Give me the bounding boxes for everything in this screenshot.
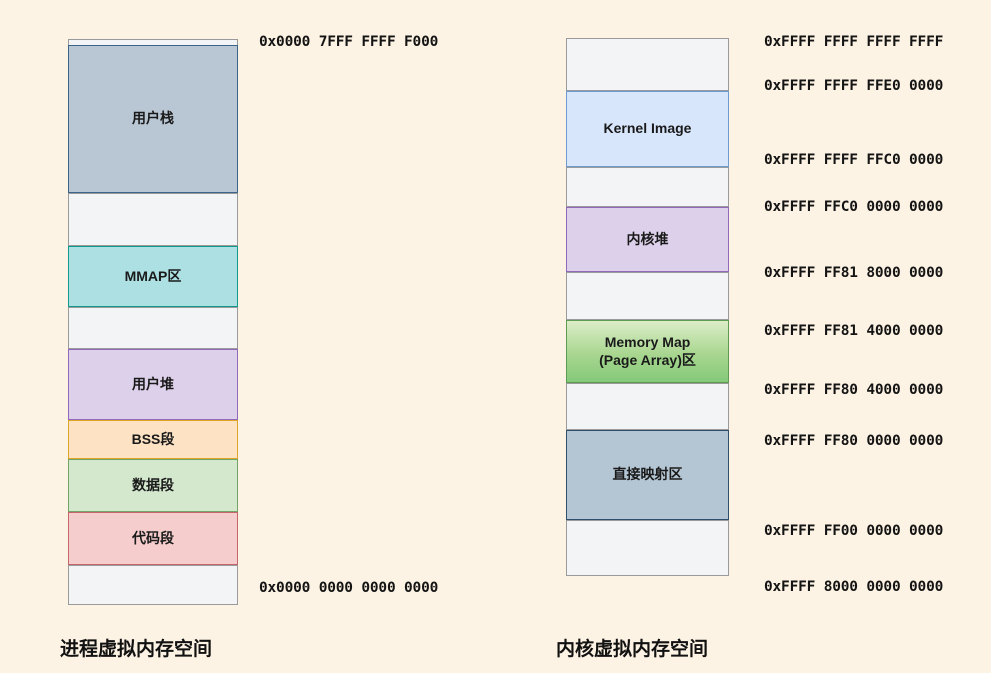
kernel-region-label: Kernel Image — [603, 120, 692, 137]
kernel-region-label: 直接映射区 — [612, 466, 683, 483]
process-empty-region — [68, 193, 238, 246]
kernel-region-kernel-image: Kernel Image — [566, 91, 729, 167]
kernel-empty-region — [566, 383, 729, 430]
process-region-label: 用户堆 — [132, 375, 174, 392]
kernel-empty-region — [566, 38, 729, 91]
process-empty-region — [68, 307, 238, 349]
process-region-label: MMAP区 — [124, 267, 182, 284]
kernel-address-label: 0xFFFF FFC0 0000 0000 — [764, 199, 944, 215]
kernel-region-内核堆: 内核堆 — [566, 207, 729, 272]
process-region-label: 代码段 — [132, 529, 174, 546]
kernel-address-label: 0xFFFF FF80 0000 0000 — [764, 433, 944, 449]
kernel-memory-caption: 内核虚拟内存空间 — [556, 639, 709, 660]
kernel-address-label: 0xFFFF FF80 4000 0000 — [764, 382, 944, 398]
kernel-address-label: 0xFFFF FFFF FFFF FFFF — [764, 34, 944, 50]
process-address-label: 0x0000 7FFF FFFF F000 — [259, 34, 439, 50]
process-empty-region — [68, 39, 238, 45]
kernel-memory-column: Kernel Image 内核堆 Memory Map (Page Array)区直… — [566, 38, 729, 576]
process-region-数据段: 数据段 — [68, 459, 238, 512]
process-region-用户栈: 用户栈 — [68, 45, 238, 193]
kernel-empty-region — [566, 167, 729, 207]
process-region-mmap区: MMAP区 — [68, 246, 238, 307]
kernel-address-label: 0xFFFF FF81 8000 0000 — [764, 265, 944, 281]
process-region-用户堆: 用户堆 — [68, 349, 238, 420]
kernel-region-label: Memory Map (Page Array)区 — [599, 334, 696, 368]
kernel-region-label: 内核堆 — [626, 230, 669, 247]
kernel-address-label: 0xFFFF FF81 4000 0000 — [764, 323, 944, 339]
process-memory-caption: 进程虚拟内存空间 — [60, 639, 213, 660]
process-memory-column: 用户栈 MMAP区用户堆 BSS段数据段代码段 — [68, 39, 238, 605]
kernel-empty-region — [566, 520, 729, 576]
process-region-label: 用户栈 — [132, 110, 174, 127]
process-region-label: 数据段 — [132, 476, 174, 493]
process-region-代码段: 代码段 — [68, 512, 238, 565]
kernel-empty-region — [566, 272, 729, 320]
process-empty-region — [68, 565, 238, 605]
process-region-bss段: BSS段 — [68, 420, 238, 459]
kernel-region-直接映射区: 直接映射区 — [566, 430, 729, 520]
kernel-region-memory-map-page-array-区: Memory Map (Page Array)区 — [566, 320, 729, 383]
kernel-address-label: 0xFFFF FF00 0000 0000 — [764, 523, 944, 539]
kernel-address-label: 0xFFFF FFFF FFE0 0000 — [764, 78, 944, 94]
kernel-address-label: 0xFFFF FFFF FFC0 0000 — [764, 152, 944, 168]
kernel-address-label: 0xFFFF 8000 0000 0000 — [764, 579, 944, 595]
process-region-label: BSS段 — [131, 430, 175, 447]
process-address-label: 0x0000 0000 0000 0000 — [259, 580, 439, 596]
